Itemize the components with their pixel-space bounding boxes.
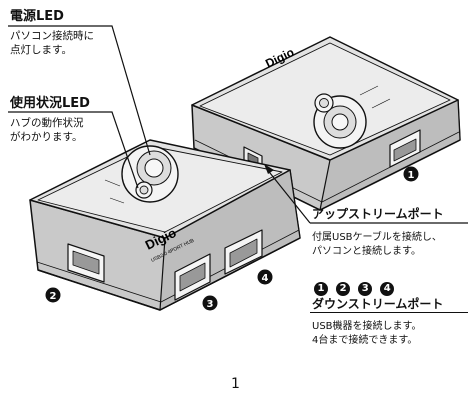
callout-number-1: 1 bbox=[408, 170, 415, 181]
back-hub bbox=[191, 36, 461, 211]
downstream-number-1: 1 bbox=[314, 282, 328, 296]
upstream-arrowhead bbox=[264, 164, 274, 174]
status-led-leader-line bbox=[8, 111, 139, 189]
page-number: 1 bbox=[231, 376, 240, 392]
callout-number-3: 3 bbox=[207, 299, 214, 310]
downstream-port-title: ダウンストリームポート bbox=[312, 297, 444, 311]
power-led-leader-line bbox=[8, 25, 151, 156]
callout-number-4: 4 bbox=[262, 273, 269, 284]
upstream-port-title: アップストリームポート bbox=[312, 207, 444, 221]
downstream-number-4: 4 bbox=[380, 282, 395, 296]
upstream-port-description: 付属USBケーブルを接続し、 パソコンと接続します。 bbox=[312, 232, 442, 257]
upstream-leader-line bbox=[265, 167, 311, 224]
downstream-underline bbox=[310, 312, 468, 313]
power-led-description: パソコン接続時に 点灯します。 bbox=[10, 30, 94, 56]
downstream-port-description: USB機器を接続します。 4台まで接続できます。 bbox=[312, 321, 422, 346]
downstream-number-2: 2 bbox=[336, 282, 351, 296]
callout-number-2: 2 bbox=[50, 291, 57, 302]
power-led-title: 電源LED bbox=[10, 9, 64, 24]
downstream-number-3: 3 bbox=[358, 282, 373, 296]
status-led-description: ハブの動作状況 がわかります。 bbox=[10, 117, 84, 143]
downstream-numbers: 1 2 3 4 bbox=[314, 276, 397, 296]
front-hub bbox=[29, 139, 301, 311]
status-led-title: 使用状況LED bbox=[10, 96, 90, 111]
callout-circles bbox=[45, 166, 419, 311]
